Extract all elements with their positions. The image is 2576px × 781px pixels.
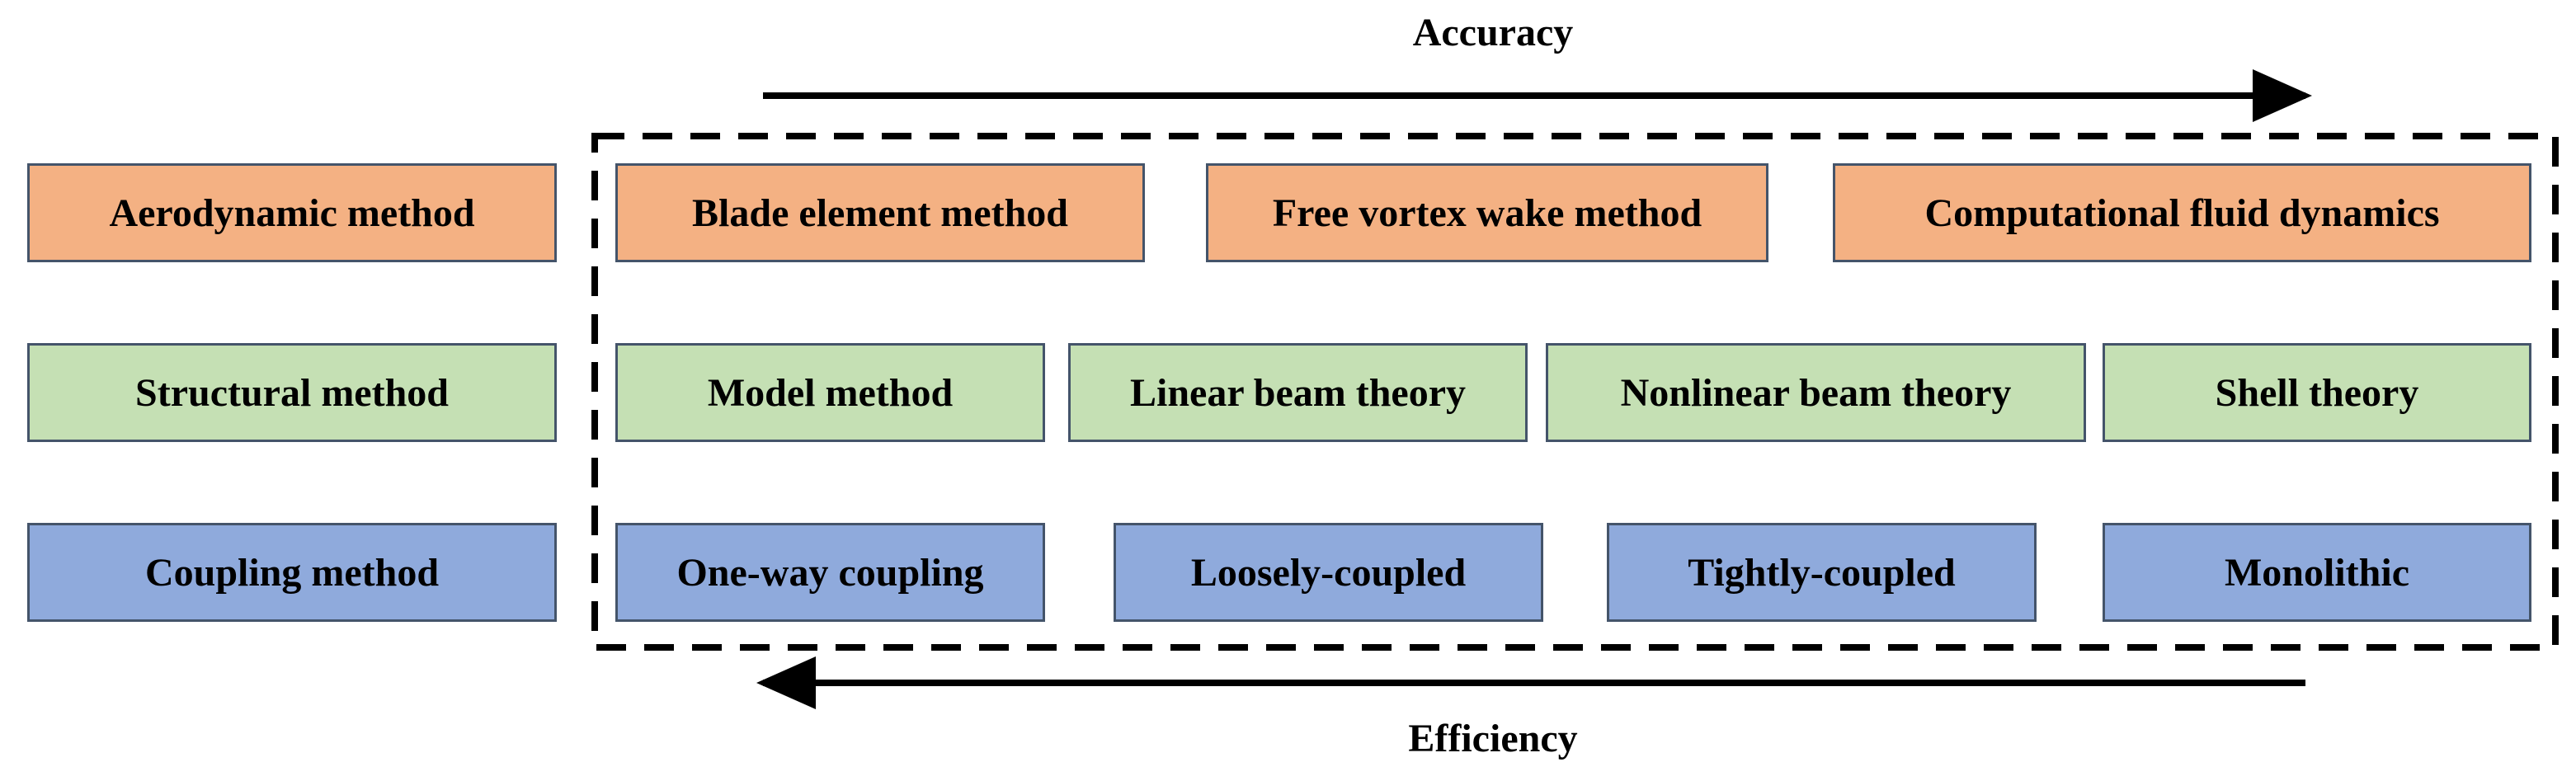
method-linear-beam-theory: Linear beam theory <box>1068 343 1528 442</box>
method-one-way-coupling: One-way coupling <box>615 523 1045 622</box>
method-blade-element: Blade element method <box>615 163 1145 262</box>
methods-dashed-frame <box>591 133 2559 651</box>
method-model: Model method <box>615 343 1045 442</box>
accuracy-label: Accuracy <box>1412 11 1574 54</box>
category-structural-method: Structural method <box>27 343 557 442</box>
method-loosely-coupled: Loosely-coupled <box>1114 523 1543 622</box>
method-monolithic: Monolithic <box>2103 523 2531 622</box>
method-free-vortex-wake: Free vortex wake method <box>1206 163 1768 262</box>
method-nonlinear-beam-theory: Nonlinear beam theory <box>1546 343 2086 442</box>
efficiency-label: Efficiency <box>1408 717 1578 760</box>
method-tightly-coupled: Tightly-coupled <box>1607 523 2037 622</box>
method-shell-theory: Shell theory <box>2103 343 2531 442</box>
category-aerodynamic-method: Aerodynamic method <box>27 163 557 262</box>
method-computational-fluid-dynamics: Computational fluid dynamics <box>1833 163 2531 262</box>
category-coupling-method: Coupling method <box>27 523 557 622</box>
